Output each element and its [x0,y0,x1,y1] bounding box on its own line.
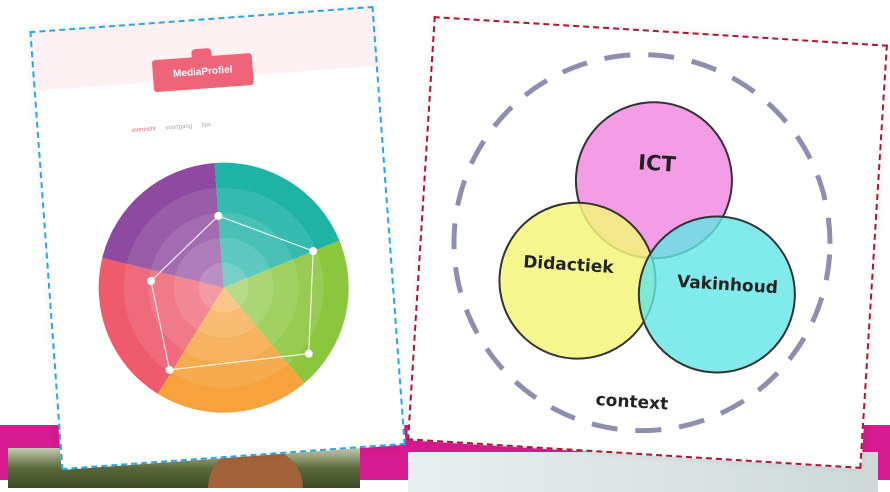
mediaprofiel-tab[interactable]: MediaProfiel [151,53,254,93]
media-wheel: Consument [96,153,356,417]
circle-vakinhoud[interactable] [634,212,799,377]
label-ict: ICT [637,150,677,176]
profile-point[interactable] [309,247,318,256]
wheel-slice-bewust[interactable] [96,249,231,397]
tab-tips[interactable]: tips [201,122,212,129]
profile-point[interactable] [304,349,313,358]
profile-point[interactable] [214,211,223,221]
tab-row: overzicht voortgang tips [132,122,220,134]
wheel-slice-consument[interactable] [214,154,343,288]
profile-polygon [150,215,314,371]
tpack-venn: ICT Didactiek Vakinhoud context [451,52,833,434]
label-context: context [595,390,669,415]
wheel-label-consument: Consument [201,153,228,161]
wheel-slice-creatief[interactable] [150,282,306,417]
tpack-card: ICT Didactiek Vakinhoud context [407,16,888,469]
mediaprofiel-card: MediaProfiel overzicht voortgang tips Co… [29,5,406,471]
profile-point[interactable] [165,365,174,375]
tab-voortgang[interactable]: voortgang [165,123,193,132]
wheel-ring-middle [148,212,299,363]
profile-point[interactable] [146,276,156,286]
context-ring [451,52,833,434]
wheel-ring-core [198,262,249,313]
wheel-ring-outer [123,187,324,388]
wheel-ring-inner [173,237,274,338]
wheel-slice-producent[interactable] [221,240,356,388]
wheel-slice-kritisch[interactable] [96,163,224,296]
tab-overzicht[interactable]: overzicht [131,126,157,134]
